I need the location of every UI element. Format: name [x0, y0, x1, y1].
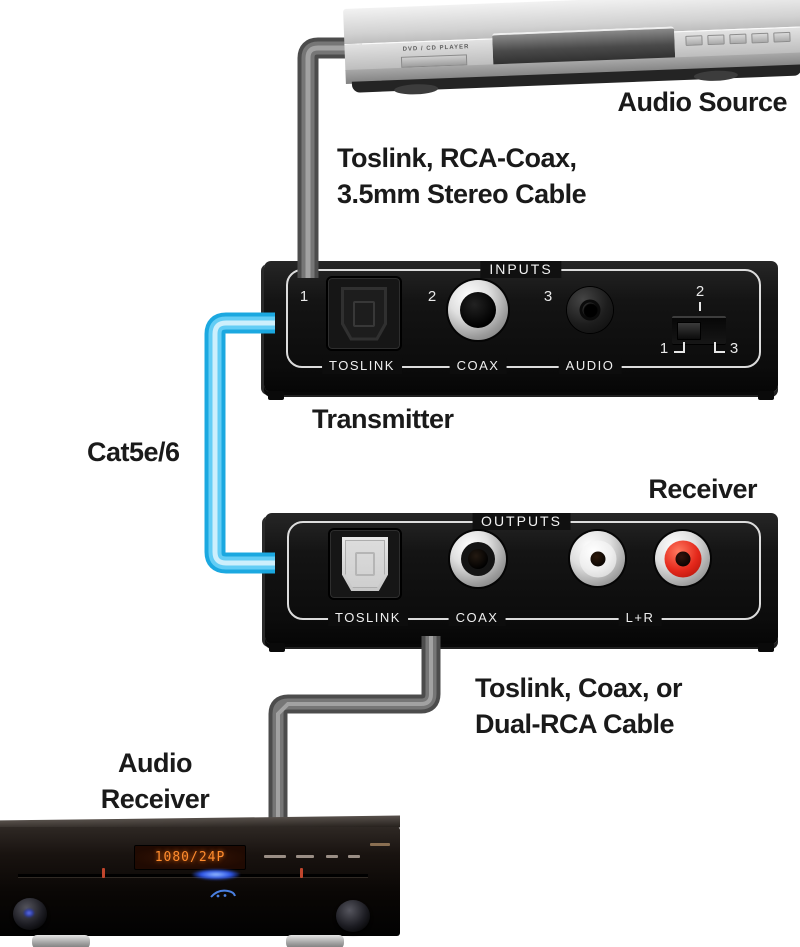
source-cable: [297, 37, 362, 278]
bd-label-mark: [326, 855, 338, 858]
toslink-plug-face: [344, 289, 384, 338]
coax-input-label: COAX: [449, 358, 507, 374]
audio-receiver-device: 1080/24P: [0, 815, 400, 947]
receiver-unit: OUTPUTS TOSLINK COAX L+R: [265, 513, 778, 652]
switch-tick: [699, 302, 701, 311]
inputs-header: INPUTS: [480, 261, 562, 278]
toslink-input-label: TOSLINK: [322, 358, 402, 374]
toslink-plug-detail: [355, 552, 375, 576]
dvd-button: [773, 31, 791, 43]
bd-display: 1080/24P: [134, 845, 246, 870]
coax-output-label: COAX: [448, 610, 506, 626]
bottom-cable-label-line1: Toslink, Coax, or: [475, 673, 683, 703]
transmitter-unit: INPUTS 1 2 3 2 1 3 TOSLINK: [264, 261, 778, 400]
bluray-logo-icon: [210, 889, 236, 898]
bd-indicator: [300, 868, 303, 878]
bd-label-mark: [264, 855, 286, 858]
audio-input-label: AUDIO: [558, 358, 622, 374]
audio-receiver-label-line2: Receiver: [100, 784, 210, 815]
bd-model-mark: [370, 843, 390, 846]
bd-indicator: [102, 868, 105, 878]
coax-hole: [468, 549, 488, 569]
mounting-ear: [269, 643, 285, 652]
toslink-input-icon: [326, 276, 402, 351]
rca-red-jack-icon: [655, 531, 710, 586]
dvd-button: [751, 32, 769, 44]
switch-right-number: 3: [729, 340, 739, 357]
top-cable-label-line2: 3.5mm Stereo Cable: [337, 179, 587, 210]
bottom-cable-label-line2: Dual-RCA Cable: [475, 709, 675, 740]
dvd-foot: [693, 69, 739, 82]
dvd-foot: [394, 83, 439, 96]
output-cable: [268, 636, 441, 834]
audio-receiver-label-line1: Audio: [118, 748, 192, 778]
toslink-plug-detail: [353, 300, 375, 327]
toslink-plug: [342, 537, 388, 591]
dvd-button: [729, 33, 747, 45]
mounting-ear: [268, 391, 284, 400]
toslink-output-label: TOSLINK: [328, 610, 408, 626]
switch-body: [672, 316, 726, 345]
receiver-label: Receiver: [648, 474, 757, 504]
audio-hole: [582, 302, 598, 318]
cat5-cable-label: Cat5e/6: [87, 437, 180, 467]
switch-right-bracket: [714, 342, 725, 353]
cat5-cable: [204, 312, 275, 574]
coax-input-jack-icon: [448, 280, 508, 340]
input3-number: 3: [543, 288, 553, 305]
coax-hole: [460, 292, 496, 328]
audio-35mm-input-jack-icon: [567, 287, 613, 333]
input1-number: 1: [299, 288, 309, 305]
dvd-button: [707, 34, 725, 46]
toslink-plug-face: [345, 540, 385, 588]
bd-blue-light: [192, 869, 240, 880]
rca-red-hole: [675, 551, 690, 566]
mounting-ear: [758, 391, 774, 400]
top-cable-label-line1: Toslink, RCA-Coax,: [337, 143, 577, 173]
switch-left-number: 1: [659, 340, 669, 357]
bd-knob-left: [13, 898, 47, 930]
outputs-header: OUTPUTS: [472, 513, 571, 530]
bd-label-mark: [348, 855, 360, 858]
transmitter-label: Transmitter: [312, 404, 454, 434]
input2-number: 2: [427, 288, 437, 305]
lr-output-label: L+R: [618, 610, 662, 626]
bd-label-mark: [296, 855, 314, 858]
bd-knob-right: [336, 900, 370, 932]
bd-foot: [32, 935, 90, 947]
toslink-plug: [341, 286, 387, 341]
switch-left-bracket: [674, 342, 685, 353]
bd-knob-glint: [24, 909, 34, 917]
switch-knob: [677, 322, 701, 340]
bd-foot: [286, 935, 344, 947]
switch-top-number: 2: [695, 283, 705, 300]
audio-source-label: Audio Source: [617, 87, 787, 117]
rca-white-hole: [590, 551, 605, 566]
dvd-button: [685, 35, 703, 46]
rca-white-jack-icon: [570, 531, 625, 586]
toslink-output-icon: [328, 528, 402, 600]
mounting-ear: [758, 643, 774, 652]
coax-output-jack-icon: [450, 531, 506, 587]
